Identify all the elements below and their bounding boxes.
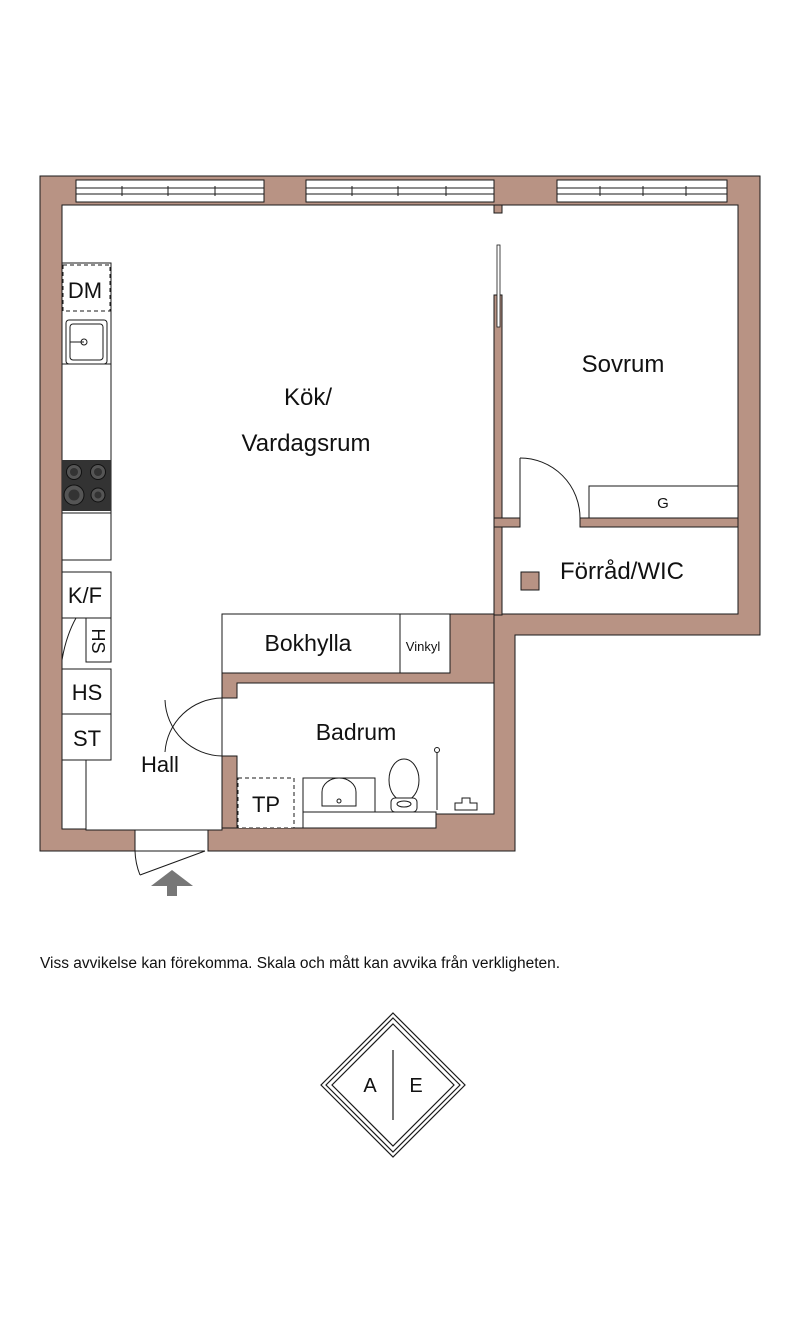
shower-icon	[434, 747, 478, 811]
doors	[134, 457, 581, 876]
toilet-icon	[388, 758, 420, 813]
logo: A E	[320, 1012, 466, 1158]
label-wardrobe: G	[657, 495, 669, 512]
label-coat-closet-small: HS	[88, 628, 108, 653]
bookshelf	[221, 613, 401, 674]
label-fridge: K/F	[68, 583, 102, 608]
disclaimer-text: Viss avvikelse kan förekomma. Skala och …	[40, 955, 561, 972]
floor-plan: Kök/ Vardagsrum Sovrum Förråd/WIC Hall B…	[39, 175, 761, 896]
logo-letter-a: A	[363, 1075, 377, 1097]
label-corner: Vinkyl	[406, 639, 441, 654]
room-label-hall: Hall	[141, 752, 179, 777]
sliding-door	[496, 244, 501, 328]
bath-counter	[302, 811, 437, 829]
label-storage-closet: ST	[73, 726, 101, 751]
room-label-storage: Förråd/WIC	[560, 558, 684, 585]
door-swing-kitchen	[61, 617, 77, 661]
room-label-bedroom: Sovrum	[582, 351, 665, 378]
label-towel-dryer: TP	[252, 792, 280, 817]
label-dishwasher: DM	[68, 278, 102, 303]
logo-letter-e: E	[409, 1075, 422, 1097]
towel-dryer	[237, 777, 295, 829]
entrance-arrow-icon	[151, 870, 193, 896]
wardrobe	[588, 485, 739, 519]
room-label-kitchen: Kök/	[284, 384, 332, 411]
storage-marker	[520, 571, 540, 591]
label-bookshelf: Bokhylla	[265, 630, 352, 656]
room-label-bathroom: Badrum	[316, 719, 397, 745]
label-coat-closet: HS	[72, 680, 103, 705]
hob-icon	[62, 460, 111, 511]
sink-icon	[70, 338, 88, 346]
room-label-living: Vardagsrum	[242, 430, 371, 457]
windows	[75, 179, 728, 203]
corner-unit	[399, 613, 451, 674]
basin-icon	[321, 777, 357, 807]
